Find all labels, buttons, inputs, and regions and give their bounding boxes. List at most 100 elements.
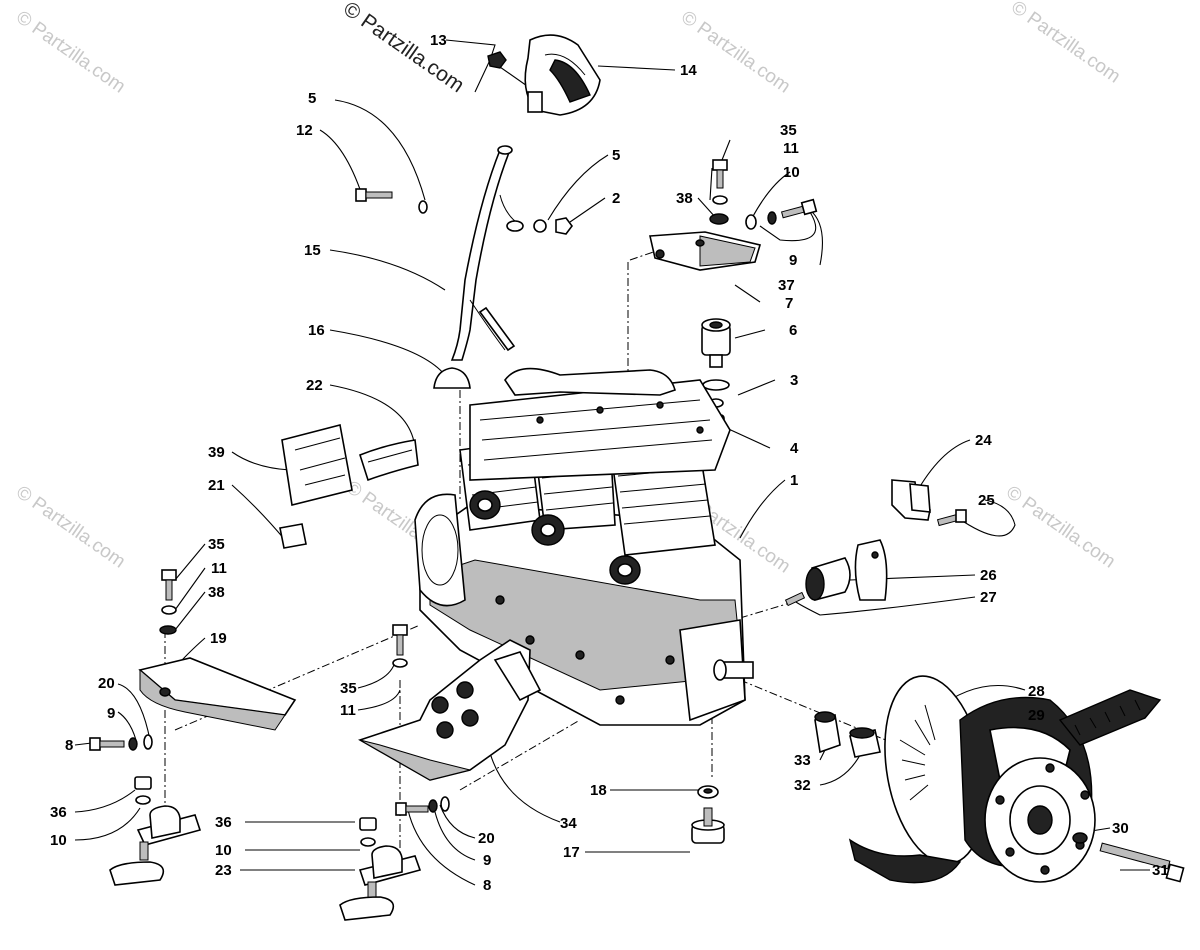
callout-label: 13 (430, 32, 447, 49)
parts-layer (89, 34, 1185, 921)
bolt-part (1099, 842, 1185, 883)
callout-label: 8 (483, 877, 491, 894)
callout-label: 10 (215, 842, 232, 859)
washer-part (440, 796, 450, 812)
stud-part (784, 591, 806, 607)
oil-tank-part (524, 34, 601, 116)
callout-label: 31 (1152, 862, 1169, 879)
clip-part (487, 51, 507, 69)
callout-label: 21 (208, 477, 225, 494)
nut-part (134, 776, 152, 790)
washer-part (1072, 832, 1088, 844)
callout-label: 10 (783, 164, 800, 181)
callout-label: 11 (783, 140, 799, 157)
washer-part (159, 625, 177, 635)
grommet-part (433, 367, 471, 389)
callout-label: 4 (790, 440, 799, 457)
callout-label: 36 (215, 814, 232, 831)
washer-part (128, 737, 138, 751)
bracket-part (891, 479, 931, 521)
mount-plate-part (854, 539, 888, 601)
bolt-part (161, 569, 177, 601)
callout-label: 3 (790, 372, 798, 389)
callout-label: 27 (980, 589, 997, 606)
rubber-mount-part (701, 318, 731, 368)
callout-label: 25 (978, 492, 995, 509)
washer-part (702, 379, 730, 391)
callout-label: 29 (1028, 707, 1045, 724)
callout-label: 5 (612, 147, 620, 164)
callout-label: 38 (676, 190, 693, 207)
callout-label: 8 (65, 737, 73, 754)
callout-label: 35 (780, 122, 797, 139)
rubber-mount-part (109, 805, 202, 886)
callout-label: 20 (98, 675, 115, 692)
callout-label: 28 (1028, 683, 1045, 700)
bushing-part (849, 727, 881, 758)
washer-part (533, 219, 547, 233)
washer-part (392, 658, 408, 668)
callout-label: 38 (208, 584, 225, 601)
drive-clutch-part (884, 675, 1096, 883)
washer-part (712, 195, 728, 205)
callout-label: 17 (563, 844, 580, 861)
watermark: © Partzilla.com (677, 7, 794, 98)
callout-label: 6 (789, 322, 797, 339)
washer-part (143, 734, 153, 750)
bolt-part (712, 159, 728, 189)
callout-label: 20 (478, 830, 495, 847)
callout-label: 14 (680, 62, 697, 79)
spacer-part (691, 807, 725, 844)
callout-label: 39 (208, 444, 225, 461)
bolt-part (89, 737, 125, 751)
decal-part (279, 523, 307, 549)
decal-part (281, 424, 353, 506)
callout-label: 1 (790, 472, 798, 489)
callout-label: 7 (785, 295, 793, 312)
washer-part (745, 214, 757, 230)
bushing-part (805, 557, 851, 602)
bushing-part (814, 711, 841, 754)
callout-label: 9 (789, 252, 797, 269)
nut-part (359, 817, 377, 831)
washer-part (418, 200, 428, 214)
callout-label: 22 (306, 377, 323, 394)
bolt-part (395, 802, 429, 816)
oil-hose-part (450, 145, 524, 361)
bracket-part (649, 231, 762, 271)
callout-label: 15 (304, 242, 321, 259)
rubber-mount-part (339, 845, 422, 921)
washer-part (709, 213, 729, 225)
watermark: © Partzilla.com (12, 482, 129, 573)
drive-belt-part (848, 689, 1162, 884)
nut-part (555, 217, 573, 235)
watermark: © Partzilla.com (1007, 0, 1124, 88)
callout-label: 37 (778, 277, 795, 294)
washer-part (767, 211, 777, 225)
callout-label: 9 (107, 705, 115, 722)
callout-label: 12 (296, 122, 313, 139)
watermark: © Partzilla.com (12, 7, 129, 98)
decal-part (359, 439, 419, 482)
bolt-part (780, 198, 818, 219)
callout-label: 5 (308, 90, 316, 107)
watermark: © Partzilla.com (1002, 482, 1119, 573)
bolt-part (936, 509, 967, 527)
washer-part (360, 837, 376, 847)
washer-part (161, 605, 177, 615)
mount-bracket-part (138, 657, 297, 731)
callout-label: 18 (590, 782, 607, 799)
callout-label: 34 (560, 815, 577, 832)
mount-bracket-part (358, 639, 542, 781)
callout-label: 32 (794, 777, 811, 794)
bolt-part (355, 188, 393, 202)
callout-label: 30 (1112, 820, 1129, 837)
callout-label: 24 (975, 432, 992, 449)
washer-part (428, 799, 438, 813)
callout-label: 10 (50, 832, 67, 849)
callout-label: 2 (612, 190, 620, 207)
callout-labels: 13 14 5 12 5 2 15 35 11 10 38 9 37 7 6 1… (50, 32, 1169, 894)
callout-label: 19 (210, 630, 227, 647)
callout-label: 36 (50, 804, 67, 821)
callout-label: 35 (208, 536, 225, 553)
